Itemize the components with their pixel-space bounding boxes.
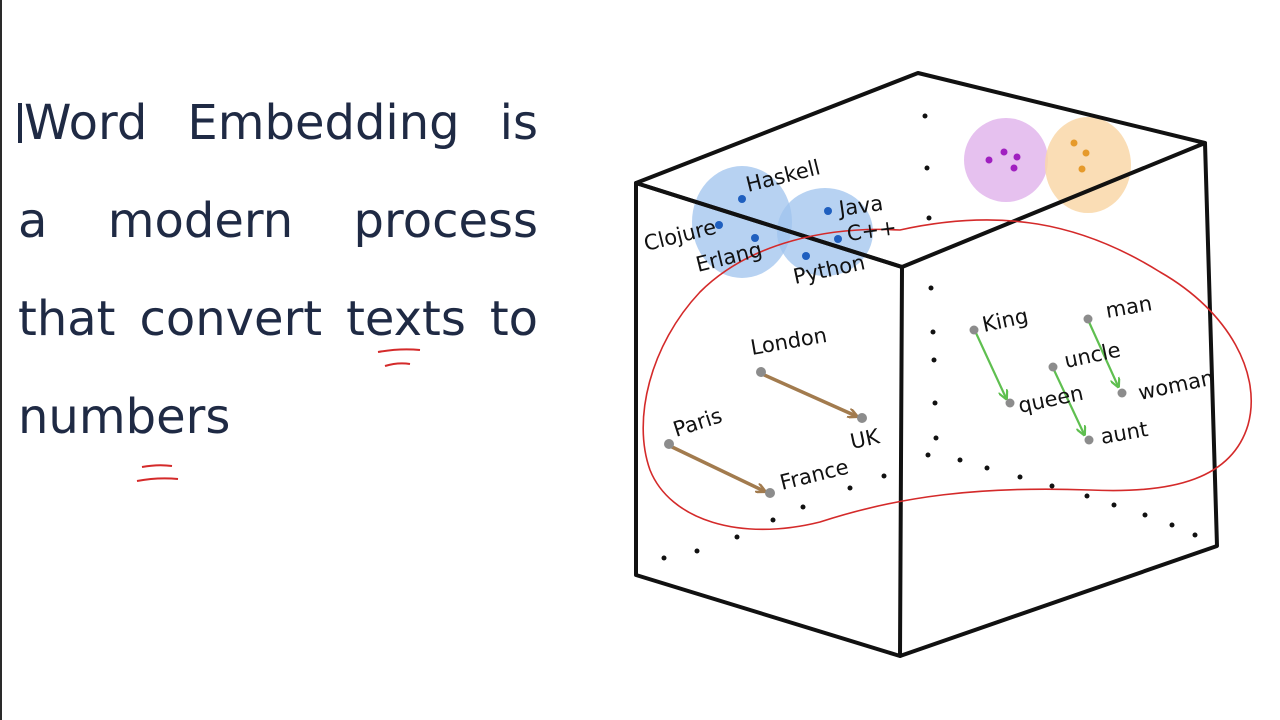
word: Word [18, 88, 147, 186]
text-line-4: numbers [18, 382, 538, 480]
label-london: London [749, 323, 829, 360]
gender-analogy [969, 314, 1127, 445]
orange-cluster [1045, 117, 1131, 213]
word: convert [139, 291, 323, 347]
label-woman: woman [1136, 365, 1216, 404]
underline-texts [377, 348, 421, 367]
text-line-2: a modern process [18, 186, 538, 284]
word: to [489, 291, 538, 347]
slide-text: Word Embedding is a modern process that … [18, 88, 538, 480]
word-texts: texts [346, 291, 466, 347]
label-uncle: uncle [1062, 338, 1123, 373]
word: a [18, 193, 48, 249]
word: process [353, 193, 538, 249]
label-uk: UK [848, 424, 883, 454]
country-analogy [664, 367, 867, 498]
hidden-axis-dots [661, 113, 1198, 561]
label-man: man [1104, 291, 1154, 323]
text-line-3: that convert texts to [18, 284, 538, 382]
word-numbers: numbers [18, 389, 231, 445]
text-line-1: Word Embedding is [18, 88, 538, 186]
word: that [18, 291, 116, 347]
cluster-points [715, 139, 1090, 260]
purple-cluster [964, 118, 1048, 202]
clusters [692, 117, 1131, 278]
label-king: King [980, 304, 1030, 337]
underline-marks [136, 348, 421, 482]
cube-right-edge [899, 142, 1219, 658]
label-java: Java [835, 191, 884, 221]
text-cursor [18, 103, 22, 143]
word: modern [107, 193, 294, 249]
label-aunt: aunt [1099, 417, 1150, 449]
label-france: France [777, 455, 851, 495]
slide-left-edge [0, 0, 2, 720]
lasso-annotation [642, 219, 1252, 531]
word: is [499, 95, 538, 151]
cube [634, 71, 1219, 658]
blue-cluster-oop [777, 188, 873, 276]
label-paris: Paris [670, 403, 725, 441]
underline-numbers [136, 464, 179, 482]
word: Embedding [187, 95, 460, 151]
